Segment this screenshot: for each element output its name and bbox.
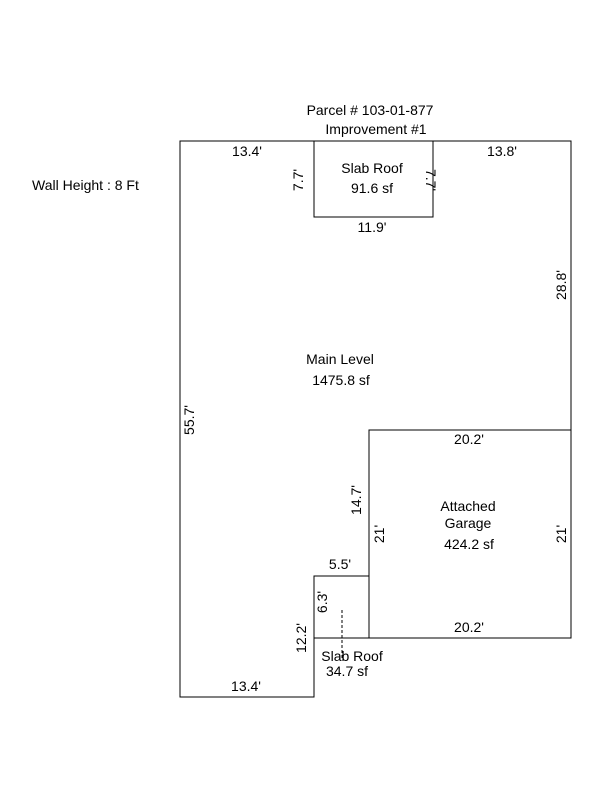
- dimension-top-right: 13.8': [487, 143, 517, 159]
- dimension-garage-left: 21': [371, 525, 387, 543]
- wall-height-label: Wall Height : 8 Ft: [32, 177, 139, 193]
- bottom-notch-outline: [313, 575, 369, 638]
- slab-roof-bottom-area: 34.7 sf: [326, 663, 368, 679]
- dimension-slab-bottom-side: 6.3': [314, 591, 330, 613]
- dimension-notch-top: 5.5': [329, 556, 351, 572]
- dimension-left-side: 55.7': [181, 405, 197, 435]
- garage-name-line2: Garage: [445, 515, 492, 531]
- parcel-number: Parcel # 103-01-877: [307, 102, 434, 118]
- slab-roof-bottom-name: Slab Roof: [321, 648, 383, 664]
- dimension-garage-right: 21': [553, 525, 569, 543]
- main-level-area: 1475.8 sf: [312, 372, 370, 388]
- dimension-garage-bottom: 20.2': [454, 619, 484, 635]
- main-level-name: Main Level: [306, 351, 374, 367]
- dimension-top-left: 13.4': [232, 143, 262, 159]
- dimension-garage-top: 20.2': [454, 431, 484, 447]
- garage-area: 424.2 sf: [444, 536, 494, 552]
- dimension-slab-top-left-side: 7.7': [290, 169, 306, 191]
- dimension-notch-vertical: 14.7': [348, 485, 364, 515]
- slab-roof-top-area: 91.6 sf: [351, 180, 393, 196]
- dimension-slab-top-right-side: 7.7': [423, 169, 439, 191]
- garage-name-line1: Attached: [440, 498, 495, 514]
- dimension-bottom-left-vertical: 12.2': [293, 623, 309, 653]
- improvement-label: Improvement #1: [325, 121, 426, 137]
- garage-outline: [368, 429, 571, 638]
- dimension-bottom: 13.4': [231, 678, 261, 694]
- dimension-right-upper: 28.8': [553, 270, 569, 300]
- dimension-slab-top-bottom: 11.9': [358, 219, 387, 235]
- slab-roof-top-outline: [313, 141, 434, 218]
- slab-roof-top-name: Slab Roof: [341, 160, 403, 176]
